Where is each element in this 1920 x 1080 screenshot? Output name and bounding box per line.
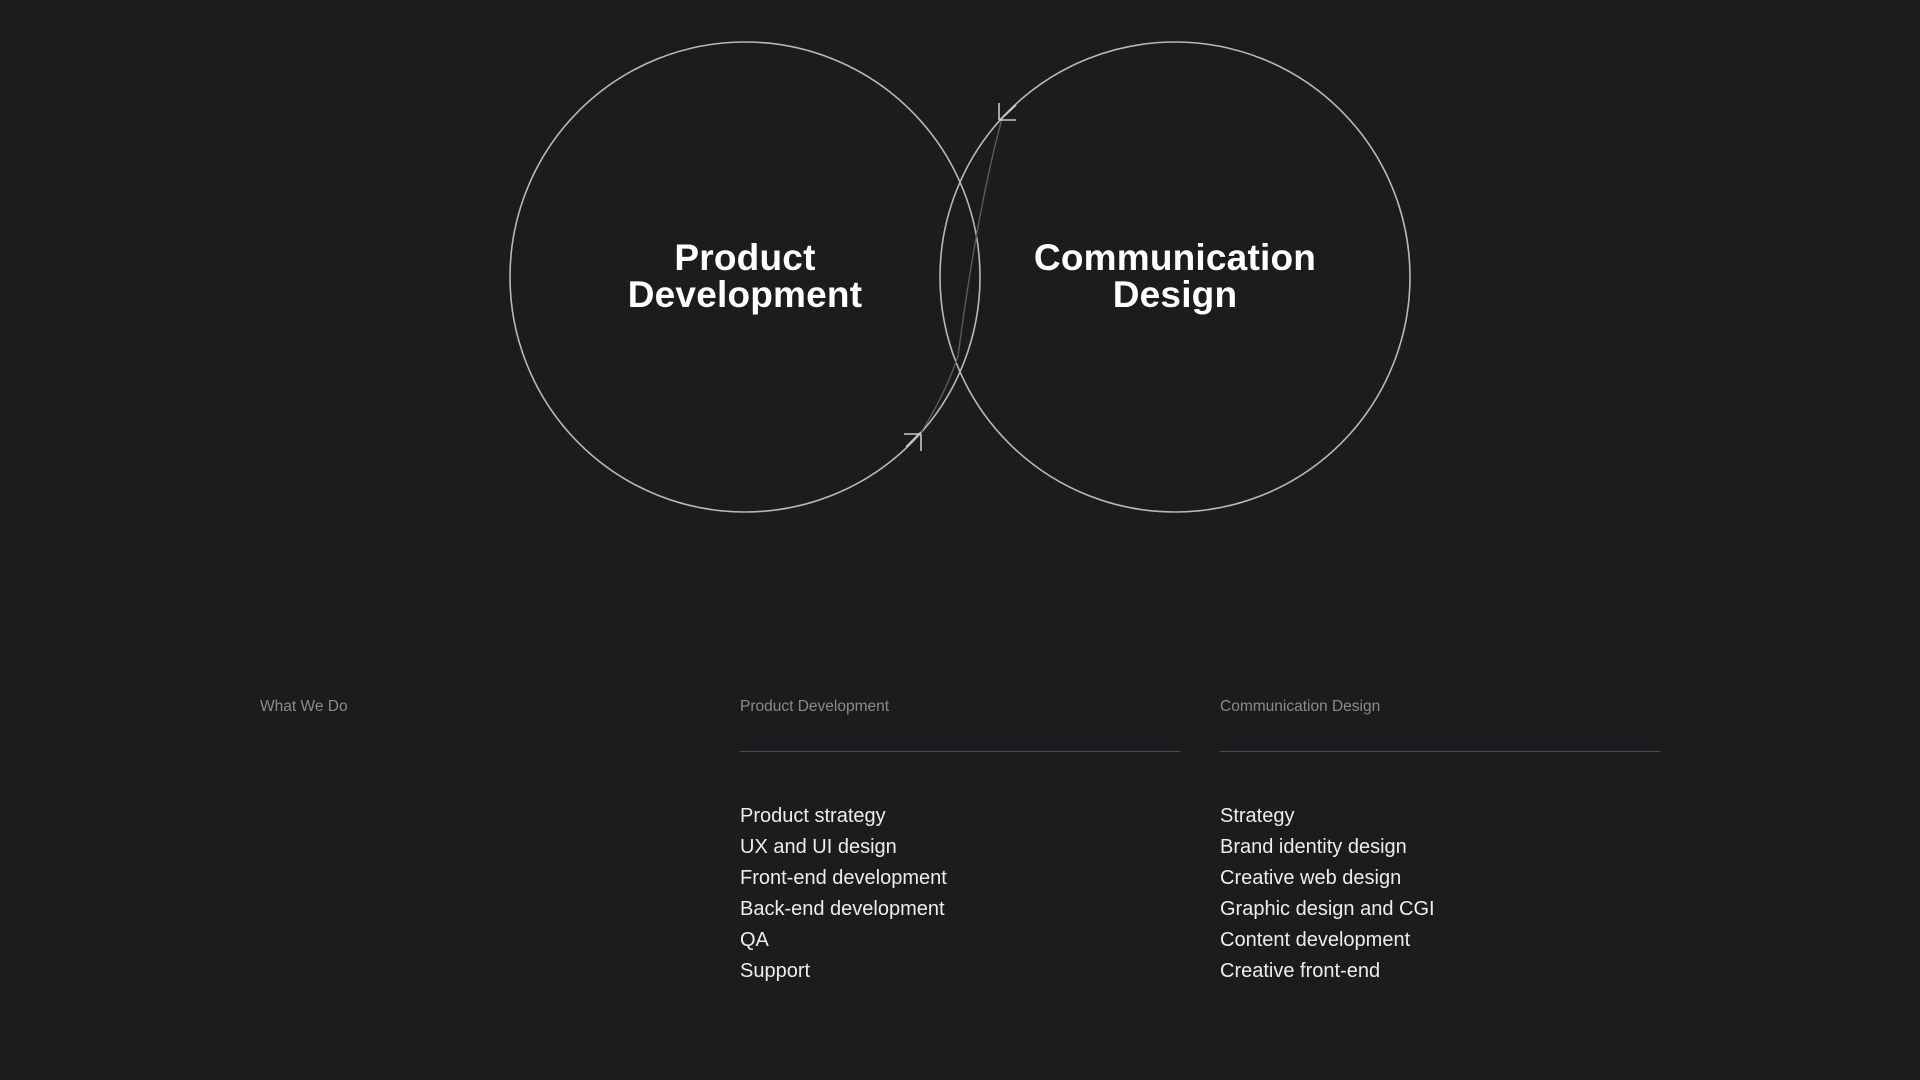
communication-design-title-line2: Design [1112,274,1238,315]
product-development-title-line1: Product [674,237,816,278]
list-item: Product strategy [740,805,886,827]
communication-design-circle [939,41,1411,513]
list-item: QA [740,929,769,951]
list-item: Front-end development [740,867,947,889]
product-development-list: Product strategy UX and UI design Front-… [740,801,947,987]
communication-design-divider [1220,751,1660,752]
venn-diagram [509,41,1411,513]
list-item: Back-end development [740,898,945,920]
list-item: Creative front-end [1220,960,1381,982]
communication-design-heading: Communication Design [1220,698,1381,715]
arrow-up-right-icon [904,431,922,451]
list-item: UX and UI design [740,836,897,858]
list-item: Brand identity design [1220,836,1407,858]
arrow-down-left-icon [998,103,1017,121]
communication-design-title: Communication Design [975,239,1375,313]
product-development-divider [740,751,1180,752]
list-item: Content development [1220,929,1411,951]
product-development-heading: Product Development [740,698,890,715]
what-we-do-label: What We Do [260,698,348,715]
product-development-circle [509,41,981,513]
list-item: Creative web design [1220,867,1402,889]
list-item: Graphic design and CGI [1220,898,1435,920]
cycle-connector-arc [919,114,1004,435]
product-development-title-line2: Development [627,274,863,315]
product-development-title: Product Development [545,239,945,313]
list-item: Strategy [1220,805,1295,827]
list-item: Support [740,960,811,982]
communication-design-title-line1: Communication [1033,237,1317,278]
communication-design-list: Strategy Brand identity design Creative … [1220,801,1435,987]
